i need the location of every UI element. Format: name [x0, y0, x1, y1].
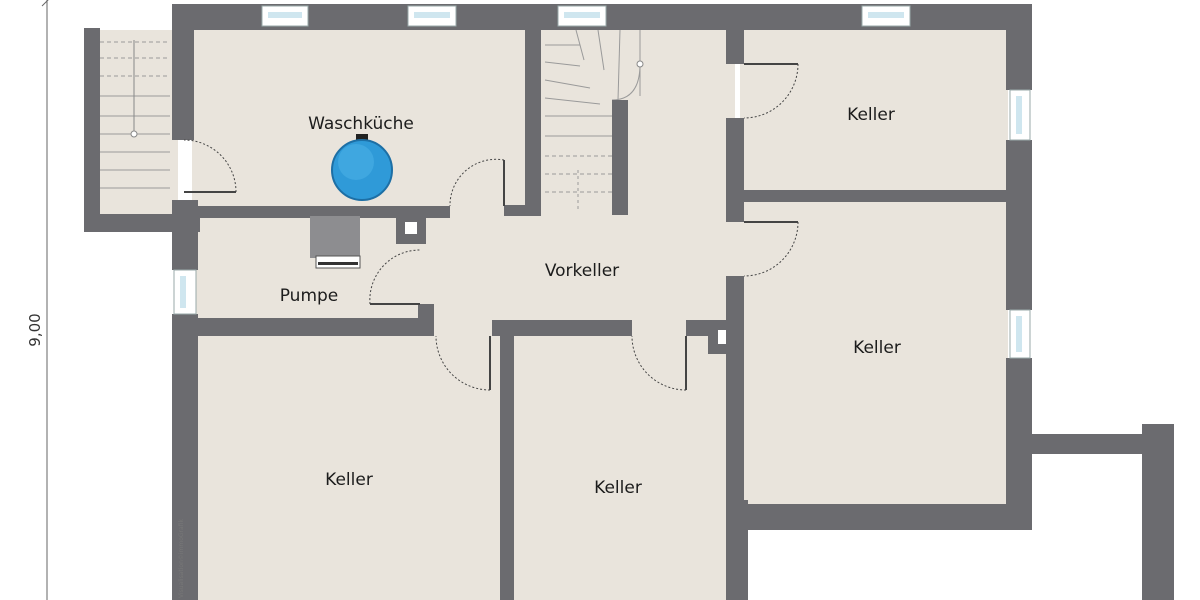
wall-right-block-top [726, 28, 744, 64]
room-label-keller-mid-right: Keller [853, 338, 901, 358]
floor-keller-mid-right [740, 200, 1008, 505]
doors [183, 63, 799, 391]
wall-left-lower [172, 314, 198, 600]
room-label-pumpe: Pumpe [280, 286, 339, 306]
floor-keller-bottom-left [192, 330, 504, 600]
windows [173, 5, 1031, 359]
credit-text: Visualisation©immoGrafik [178, 519, 185, 598]
wall-right-block-mid [726, 118, 744, 222]
wall-left-mid [172, 200, 198, 270]
room-label-vorkeller: Vorkeller [545, 261, 619, 281]
wall-pumpe-bottom [194, 318, 434, 336]
wall-pumpe-stub [418, 304, 434, 324]
wall-keller-mid-bottom [744, 504, 1032, 530]
room-label-keller-bottom-center: Keller [594, 478, 642, 498]
wall-right-inner-low [726, 500, 748, 600]
floor-keller-top-right [740, 28, 1008, 193]
room-label-keller-bottom-left: Keller [325, 470, 373, 490]
wall-right-top [1006, 4, 1032, 90]
wall-stair-right [612, 100, 628, 215]
wall-right-mid [1006, 140, 1032, 310]
dimension-line: 9,00 [26, 0, 49, 600]
floor-keller-bottom-center [510, 330, 735, 600]
wall-stair-left [84, 28, 100, 232]
stair-left [100, 40, 170, 189]
floor-stair-left [98, 30, 178, 215]
water-tank [331, 134, 393, 201]
room-label-keller-top-right: Keller [847, 105, 895, 125]
wall-keller-split [744, 190, 1014, 202]
wall-terrace-right [1142, 424, 1174, 600]
floor-vorkeller [420, 210, 740, 330]
wall-wash-bottom [194, 206, 450, 218]
pump-unit [310, 216, 361, 269]
floor-areas [98, 28, 1008, 600]
wall-right-low [1006, 358, 1032, 530]
room-labels: Waschküche Pumpe Vorkeller Keller Keller… [280, 105, 901, 498]
room-label-waschkueche: Waschküche [308, 114, 414, 134]
wall-corridor-bottom [492, 320, 632, 336]
wall-wash-right [525, 28, 541, 216]
wall-keller-divider [500, 330, 514, 600]
wall-stair-bottom [84, 214, 200, 232]
dimension-label: 9,00 [26, 313, 44, 346]
wall-terrace-top [1030, 434, 1150, 454]
wall-wash-stub [504, 205, 540, 216]
wall-left-upper [172, 4, 194, 140]
stair-central [544, 29, 644, 210]
